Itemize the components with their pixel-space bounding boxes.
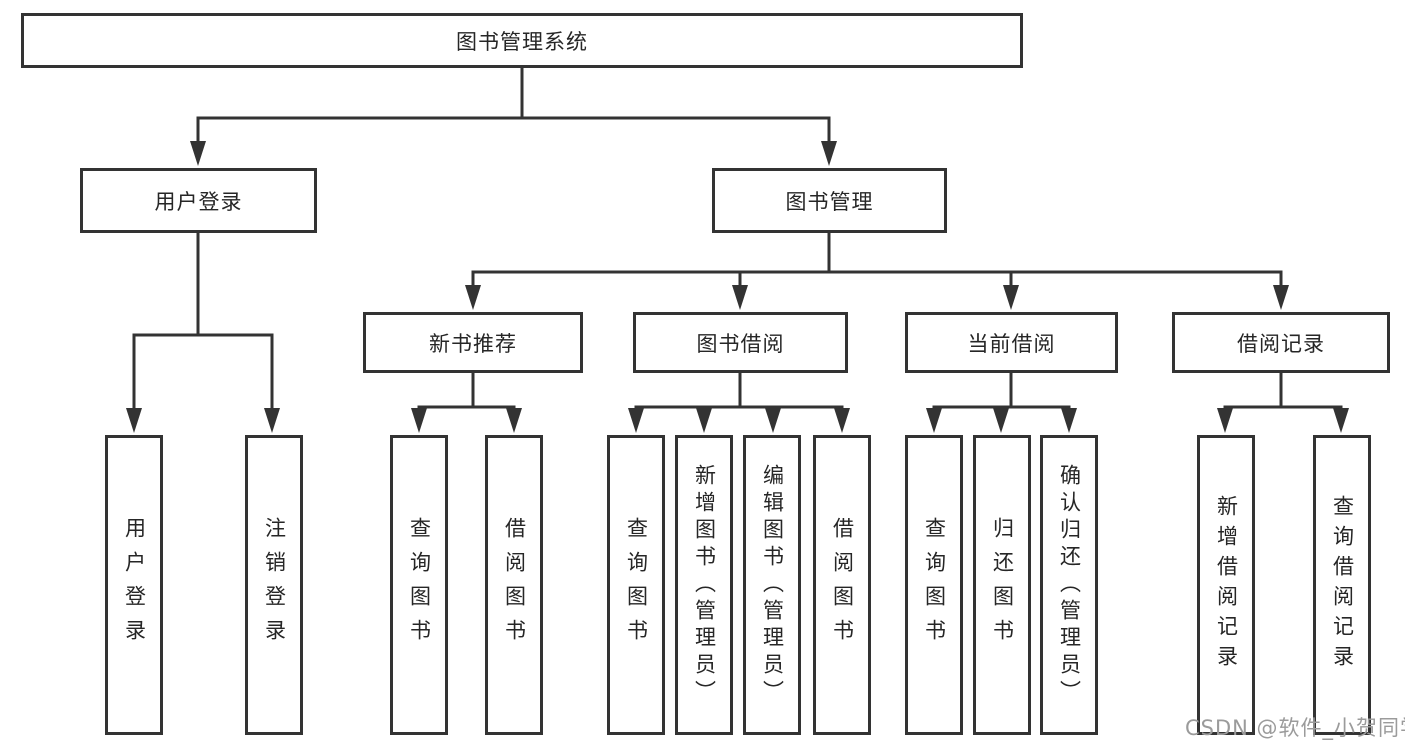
node-user-login-leaf: 用户登录 <box>105 435 163 735</box>
node-label: 借阅图书 <box>502 517 527 653</box>
node-borrow-books-borrowing: 借阅图书 <box>813 435 871 735</box>
node-label: 新增借阅记录 <box>1214 495 1239 675</box>
node-label: 归还图书 <box>990 517 1015 653</box>
node-label: 新增图书（管理员） <box>692 463 717 707</box>
node-new-book-recommendation: 新书推荐 <box>363 312 583 373</box>
node-library-management-system: 图书管理系统 <box>21 13 1023 68</box>
node-label: 编辑图书（管理员） <box>760 463 785 707</box>
node-label: 查询图书 <box>624 517 649 653</box>
node-logout: 注销登录 <box>245 435 303 735</box>
node-label: 注销登录 <box>262 517 287 653</box>
node-label: 借阅图书 <box>830 517 855 653</box>
node-add-books-admin: 新增图书（管理员） <box>675 435 733 735</box>
node-query-books-borrowing: 查询图书 <box>607 435 665 735</box>
node-label: 查询图书 <box>922 517 947 653</box>
node-label: 查询借阅记录 <box>1330 495 1355 675</box>
node-label: 查询图书 <box>407 517 432 653</box>
node-return-books: 归还图书 <box>973 435 1031 735</box>
node-query-borrow-record: 查询借阅记录 <box>1313 435 1371 735</box>
node-edit-books-admin: 编辑图书（管理员） <box>743 435 801 735</box>
node-book-borrowing: 图书借阅 <box>633 312 848 373</box>
node-user-login: 用户登录 <box>80 168 317 233</box>
node-confirm-return-admin: 确认归还（管理员） <box>1040 435 1098 735</box>
csdn-watermark: CSDN @软件_小贺同学 <box>1185 716 1405 740</box>
node-label: 确认归还（管理员） <box>1057 463 1082 707</box>
node-borrow-books-newbook: 借阅图书 <box>485 435 543 735</box>
node-current-borrowing: 当前借阅 <box>905 312 1118 373</box>
node-borrowing-records: 借阅记录 <box>1172 312 1390 373</box>
node-book-management: 图书管理 <box>712 168 947 233</box>
arrowheads <box>126 141 1349 433</box>
node-label: 用户登录 <box>122 517 147 653</box>
node-query-books-current: 查询图书 <box>905 435 963 735</box>
node-add-borrow-record: 新增借阅记录 <box>1197 435 1255 735</box>
node-query-books-newbook: 查询图书 <box>390 435 448 735</box>
